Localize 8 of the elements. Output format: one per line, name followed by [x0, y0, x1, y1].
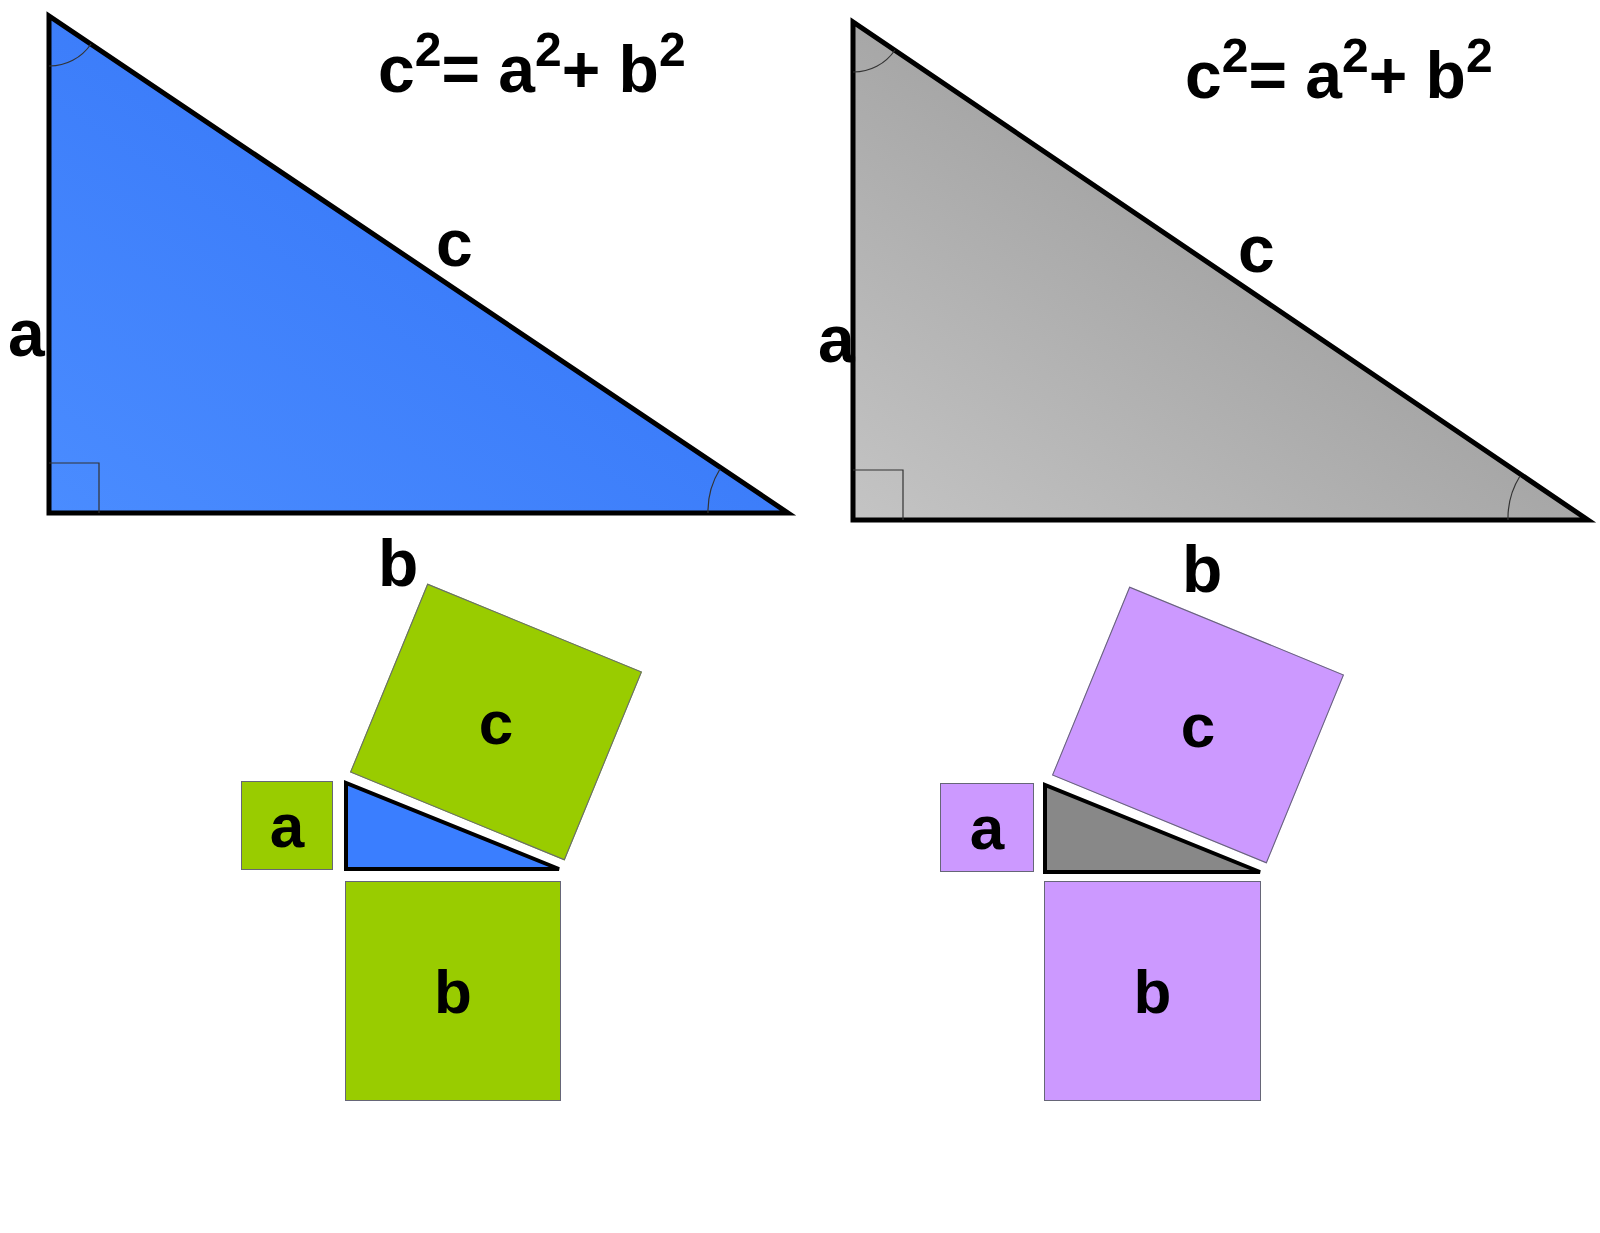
side-label: a [8, 300, 45, 366]
side-label: c [436, 210, 473, 276]
side-label: a [818, 306, 855, 372]
side-label: c [1238, 216, 1275, 282]
area-square: b [1044, 881, 1261, 1101]
area-square: a [940, 783, 1034, 872]
area-square: b [345, 881, 561, 1101]
area-square: a [241, 781, 333, 870]
